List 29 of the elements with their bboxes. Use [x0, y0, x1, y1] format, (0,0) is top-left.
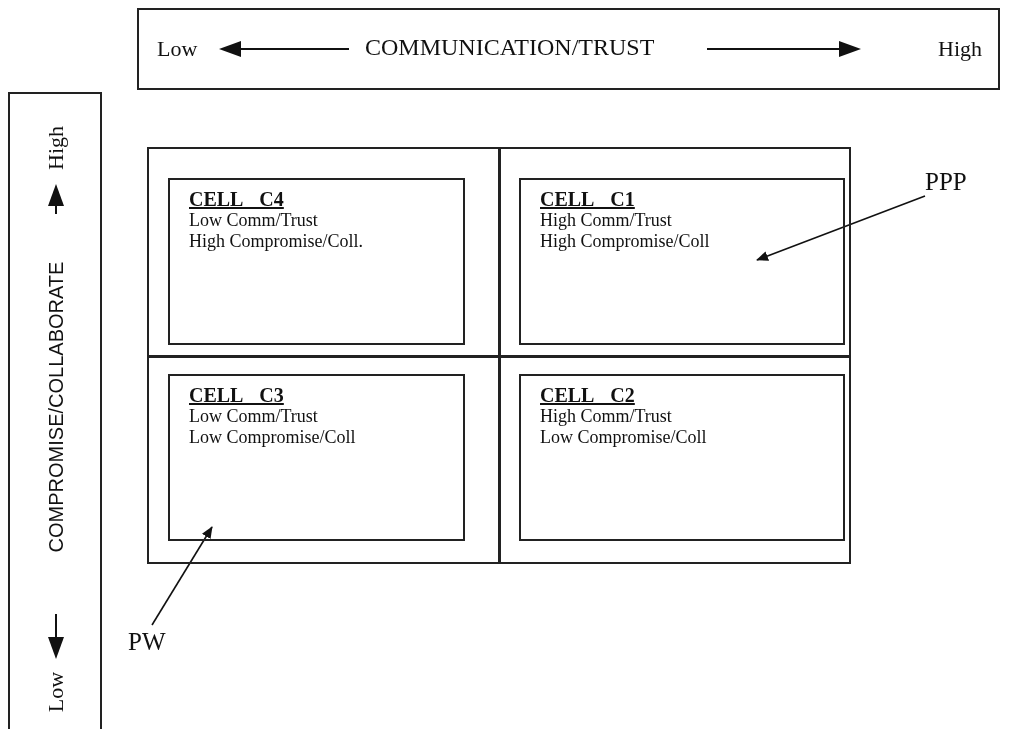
- cell-text: Low Comm/Trust: [189, 210, 319, 231]
- cell-box: [519, 374, 845, 541]
- callout-text: PW: [128, 628, 178, 664]
- cell-text: Low Compromise/Coll: [540, 427, 708, 448]
- axis-title: COMPROMISE/COLLABORATE: [44, 261, 68, 553]
- cell-text: Low Compromise/Coll: [189, 427, 357, 448]
- cell-heading: CELL C2: [540, 384, 635, 406]
- cell-text: High Comm/Trust: [540, 210, 673, 231]
- cell-heading: CELL C1: [540, 188, 635, 210]
- axis-end-label: High: [938, 36, 982, 62]
- axis-box: [137, 8, 1000, 90]
- matrix-frame: [147, 147, 851, 564]
- axis-end-label: High: [43, 126, 69, 170]
- cell-text: High Compromise/Coll.: [189, 231, 364, 252]
- arrow: [151, 526, 213, 626]
- axis-end-label: Low: [157, 36, 198, 62]
- cell-box: [168, 374, 465, 541]
- axis-title: COMMUNICATION/TRUST: [365, 34, 655, 61]
- cell-box: [519, 178, 845, 345]
- cell-text: High Compromise/Coll: [540, 231, 711, 252]
- callout-text: PPP: [925, 168, 985, 204]
- axis-end-label: Low: [43, 671, 69, 713]
- axis-box: [8, 92, 102, 729]
- cell-heading: CELL C4: [189, 188, 284, 210]
- cell-text: High Comm/Trust: [540, 406, 673, 427]
- cell-box: [168, 178, 465, 345]
- cell-heading: CELL C3: [189, 384, 284, 406]
- arrow: [756, 195, 926, 261]
- cell-text: Low Comm/Trust: [189, 406, 319, 427]
